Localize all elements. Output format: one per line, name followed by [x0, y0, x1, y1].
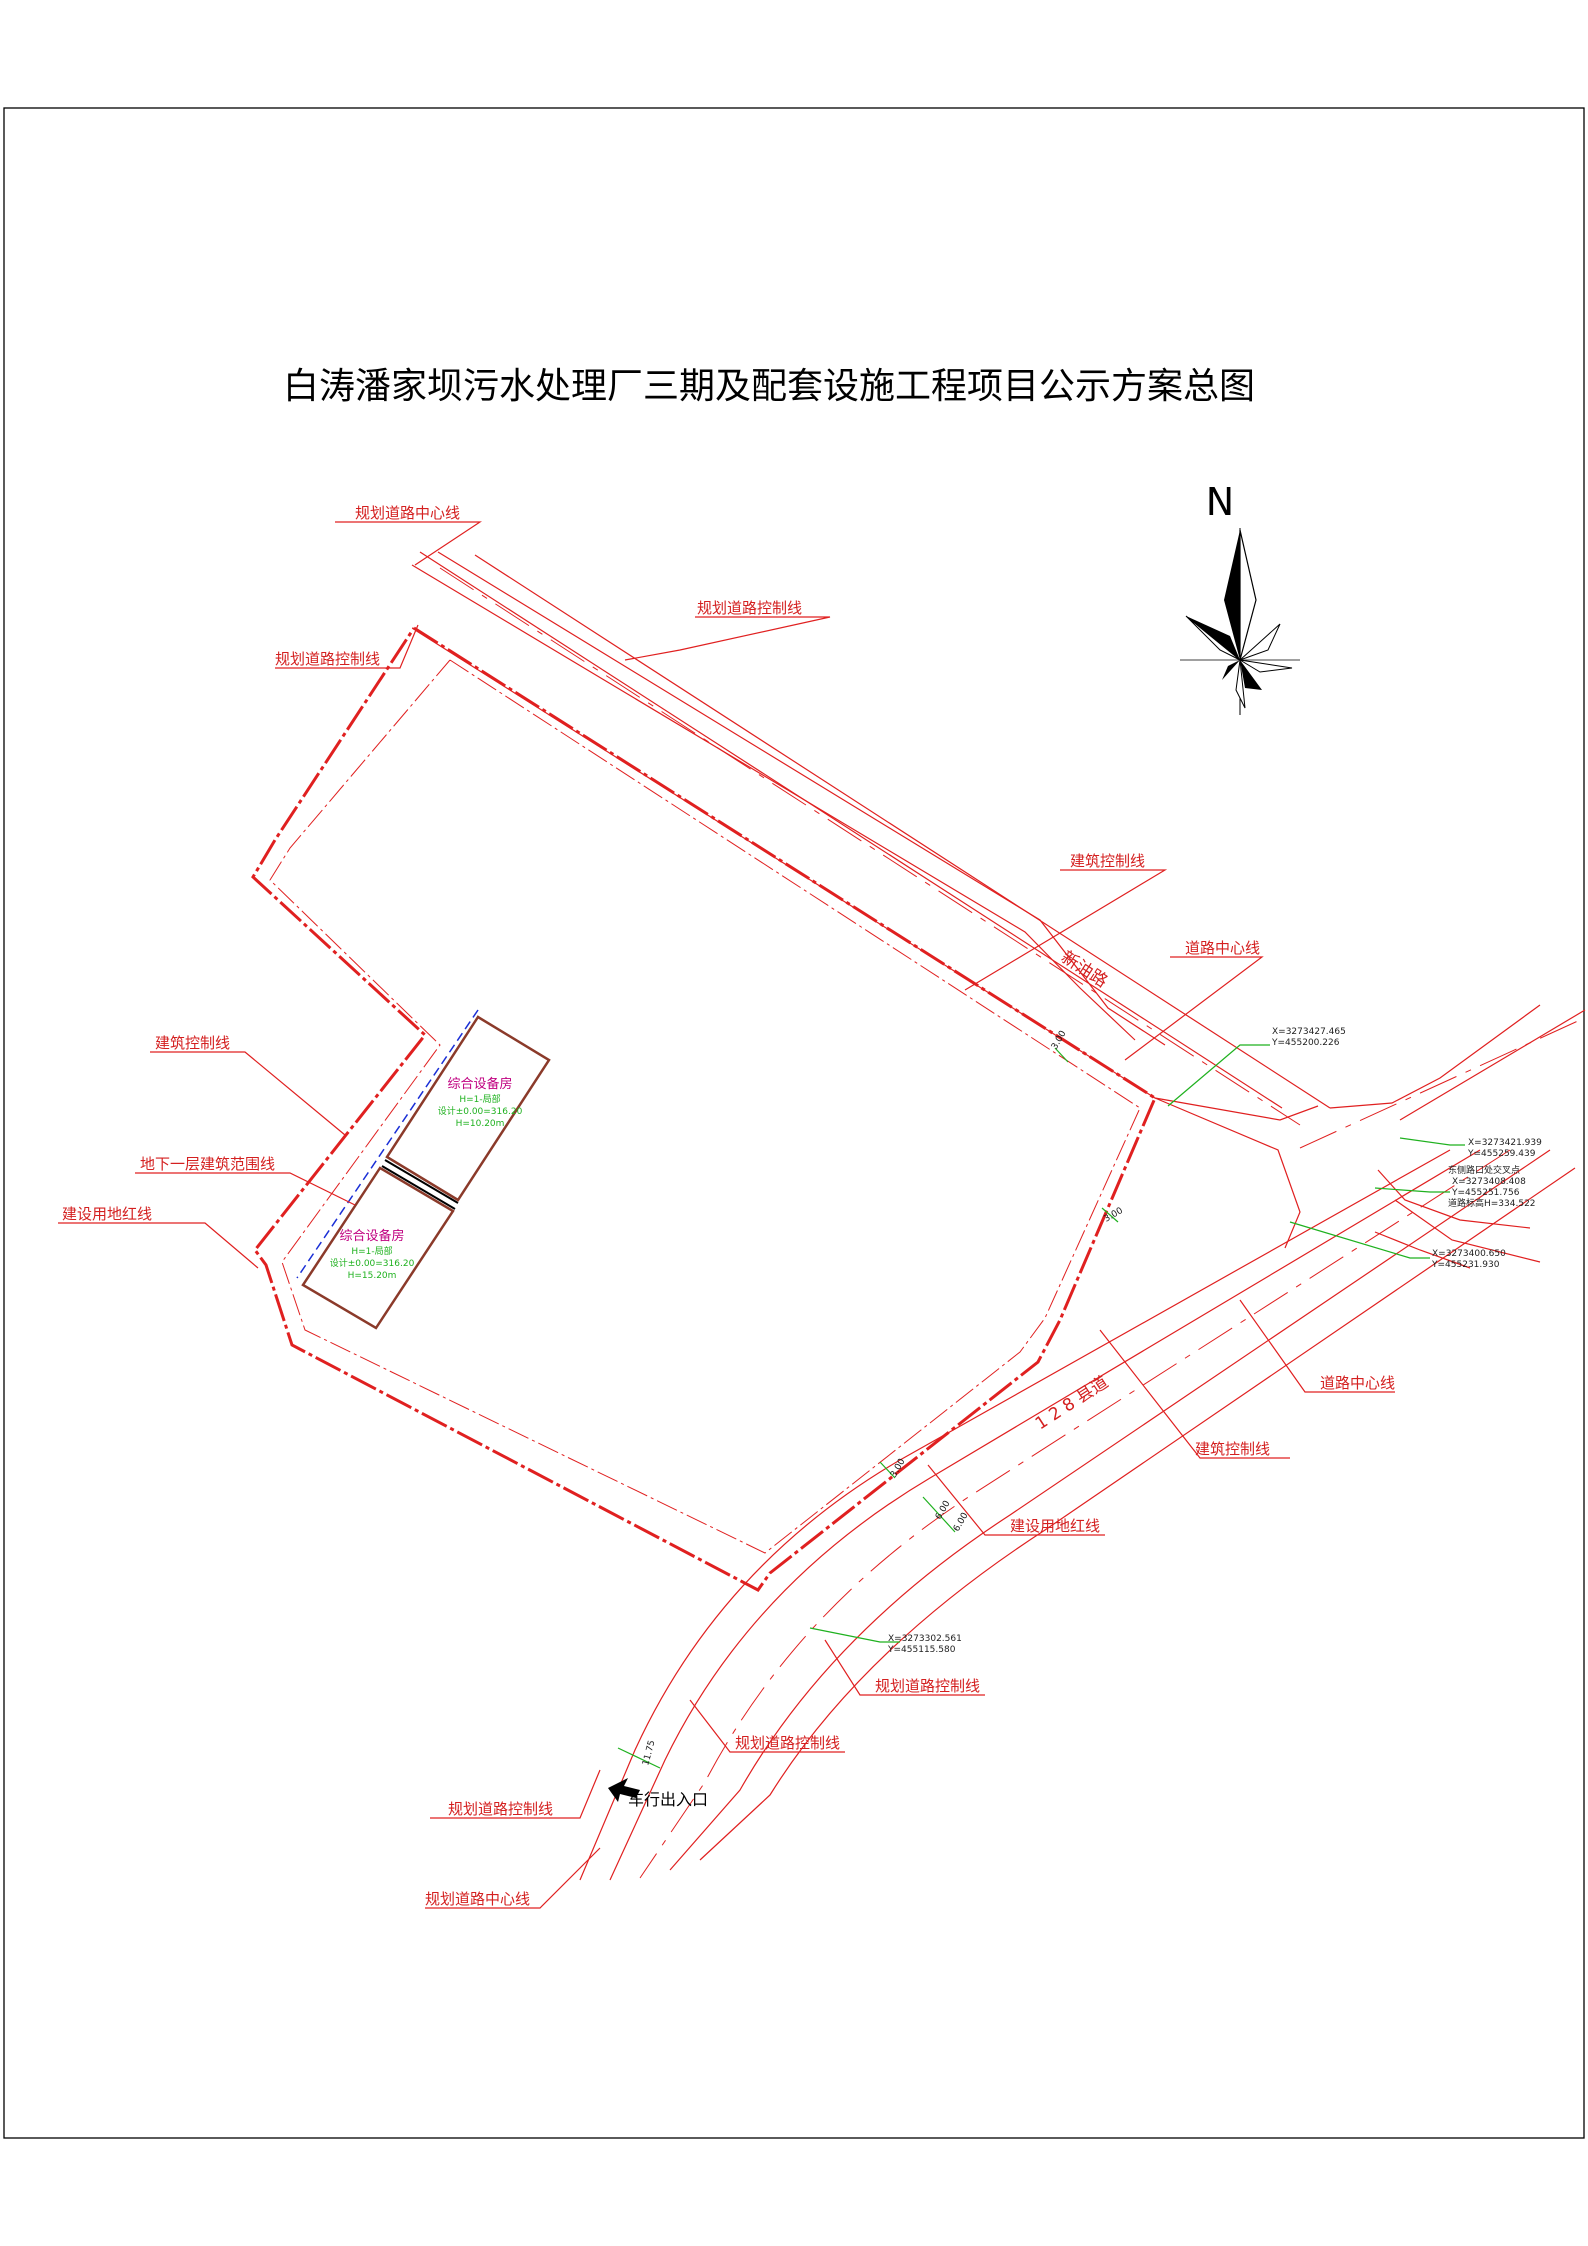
svg-text:X=3273408.408: X=3273408.408: [1452, 1177, 1526, 1187]
svg-text:Y=455231.930: Y=455231.930: [1431, 1260, 1500, 1270]
svg-text:Y=455251.756: Y=455251.756: [1451, 1188, 1520, 1198]
road-name-xinyou: 新油路: [1057, 947, 1111, 992]
north-arrow-compass-icon: N: [1180, 480, 1300, 715]
drawing-title: 白涛潘家坝污水处理厂三期及配套设施工程项目公示方案总图: [283, 366, 1255, 407]
dimension-d4: 6.00: [934, 1499, 953, 1522]
label-red-line-left: 建设用地红线: [62, 1205, 152, 1223]
svg-text:设计±0.00=316.20: 设计±0.00=316.20: [438, 1105, 523, 1117]
label-leaders: [58, 521, 1395, 1909]
svg-text:X=3273302.561: X=3273302.561: [888, 1634, 962, 1644]
svg-text:道路标高H=334.522: 道路标高H=334.522: [1448, 1197, 1536, 1209]
svg-text:综合设备房: 综合设备房: [447, 1076, 512, 1092]
equipment-building-1: 综合设备房 H=1-局部 设计±0.00=316.20 H=10.20m: [385, 1015, 551, 1202]
label-building-control-right2: 建筑控制线: [1195, 1440, 1270, 1458]
svg-text:X=3273400.650: X=3273400.650: [1432, 1249, 1506, 1259]
coordinate-c2: X=3273421.939 Y=455259.439: [1467, 1138, 1542, 1159]
label-planned-road-centerline-bl: 规划道路中心线: [425, 1890, 530, 1908]
label-red-line-right2: 建设用地红线: [1010, 1517, 1100, 1535]
svg-text:X=3273421.939: X=3273421.939: [1468, 1138, 1542, 1148]
svg-text:H=10.20m: H=10.20m: [456, 1119, 505, 1129]
east-intersection-roads: [1299, 1004, 1586, 1269]
svg-text:东侧路口处交叉点: 东侧路口处交叉点: [1448, 1164, 1520, 1176]
label-building-control-left: 建筑控制线: [155, 1034, 230, 1052]
label-planned-road-control-top-right: 规划道路控制线: [697, 599, 802, 617]
svg-text:Y=455115.580: Y=455115.580: [887, 1645, 956, 1655]
coordinate-leaders: [617, 1044, 1465, 1769]
svg-text:Y=455259.439: Y=455259.439: [1467, 1149, 1536, 1159]
county-road-128: [579, 1149, 1576, 1881]
svg-text:设计±0.00=316.20: 设计±0.00=316.20: [330, 1257, 415, 1269]
label-planned-road-centerline-top: 规划道路中心线: [355, 504, 460, 522]
sheet-frame: [3, 107, 1585, 2139]
road-name-county: 1 2 8 县道: [1032, 1372, 1112, 1434]
label-planned-road-control-bl: 规划道路控制线: [448, 1800, 553, 1818]
coordinate-c1: X=3273427.465 Y=455200.226: [1271, 1027, 1346, 1048]
label-planned-road-control-top-left: 规划道路控制线: [275, 650, 380, 668]
svg-text:Y=455200.226: Y=455200.226: [1271, 1038, 1340, 1048]
label-planned-road-control-r3: 规划道路控制线: [875, 1677, 980, 1695]
xinyou-road: [411, 551, 1331, 1249]
label-road-centerline-right: 道路中心线: [1185, 939, 1260, 957]
entrance-label: 车行出入口: [628, 1790, 708, 1809]
label-planned-road-control-r4: 规划道路控制线: [735, 1734, 840, 1752]
label-building-control-top: 建筑控制线: [1070, 852, 1145, 870]
north-label: N: [1206, 480, 1234, 524]
coordinate-c3: 东侧路口处交叉点 X=3273408.408 Y=455251.756 道路标高…: [1448, 1164, 1536, 1209]
basement-range-line: [296, 1009, 479, 1279]
svg-text:H=1-局部: H=1-局部: [351, 1245, 392, 1257]
svg-text:综合设备房: 综合设备房: [339, 1228, 404, 1244]
dimension-d6: 11.75: [641, 1739, 657, 1766]
svg-text:H=1-局部: H=1-局部: [459, 1093, 500, 1105]
coordinate-c5: X=3273302.561 Y=455115.580: [887, 1634, 962, 1655]
building-control-line: [269, 659, 1141, 1554]
entrance-arrow-icon: [608, 1778, 640, 1802]
label-basement-range: 地下一层建筑范围线: [140, 1155, 275, 1173]
svg-text:H=15.20m: H=15.20m: [348, 1271, 397, 1281]
site-red-line: [251, 626, 1157, 1592]
dimension-d2: 3.00: [1103, 1206, 1126, 1225]
equipment-building-2: 综合设备房 H=1-局部 设计±0.00=316.20 H=15.20m: [301, 1166, 455, 1330]
coordinate-c4: X=3273400.650 Y=455231.930: [1431, 1249, 1506, 1270]
svg-text:X=3273427.465: X=3273427.465: [1272, 1027, 1346, 1037]
label-road-centerline-right2: 道路中心线: [1320, 1374, 1395, 1392]
